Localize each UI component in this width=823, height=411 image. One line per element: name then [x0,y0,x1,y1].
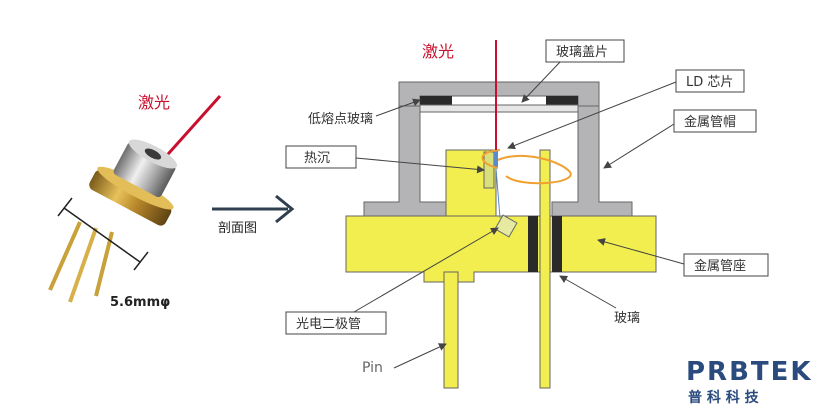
ld-chip-callout-box [675,69,745,93]
to-can-package-illustration: 激光 5.6mmφ [48,93,222,310]
logo-text: PRBTEK [686,357,813,387]
metal-base-callout-box [683,253,769,277]
heat-sink-callout-box [285,145,357,169]
metal-base [345,215,657,283]
photodiode-callout-label: 光电二极管 [296,317,361,332]
photodiode-callout-box [285,311,387,335]
heat-sink [483,151,495,189]
low-melt-glass-left [420,96,452,106]
glass-seal-right [552,216,562,272]
cross-section-diagram [345,40,657,389]
low-melt-glass-right [546,96,578,106]
heat-sink-callout-label: 热沉 [304,151,330,166]
metal-base-callout-label: 金属管座 [694,258,746,274]
diameter-label: 5.6mmφ [110,295,170,310]
metal-cap-callout-label: 金属管帽 [684,114,736,130]
to-can-flange [89,166,174,226]
ld-chip [494,150,498,168]
section-arrow [212,194,295,224]
photodiode [494,214,518,238]
laser-label-left: 激光 [138,93,170,112]
diameter-dimension [57,197,149,271]
to-can-pins [48,221,114,303]
glass-cap-callout-label: 玻璃盖片 [556,45,608,60]
section-view-label: 剖面图 [218,221,257,236]
to-can-cap [113,139,178,198]
glass-cap-callout-box [545,39,625,63]
prbtek-logo: PRBTEK 普 科 科 技 [686,357,813,406]
callouts: 玻璃盖片 LD 芯片 低熔点玻璃 金属管帽 热沉 金属管座 光电二极管 玻璃 P… [285,39,769,376]
laser-label-right: 激光 [422,42,454,61]
metal-cap-callout-box [673,109,757,133]
pin-left [443,271,459,389]
low-melt-glass-callout-label: 低熔点玻璃 [308,112,373,127]
glass-seal-left [528,216,538,272]
glass-cover-plate [419,104,579,113]
ld-chip-callout-label: LD 芯片 [686,75,733,90]
bond-wire [497,154,572,185]
pin-right [539,149,551,389]
glass-callout-label: 玻璃 [614,311,640,326]
pin-callout-label: Pin [362,360,383,376]
logo-chinese-text: 普 科 科 技 [688,389,760,406]
